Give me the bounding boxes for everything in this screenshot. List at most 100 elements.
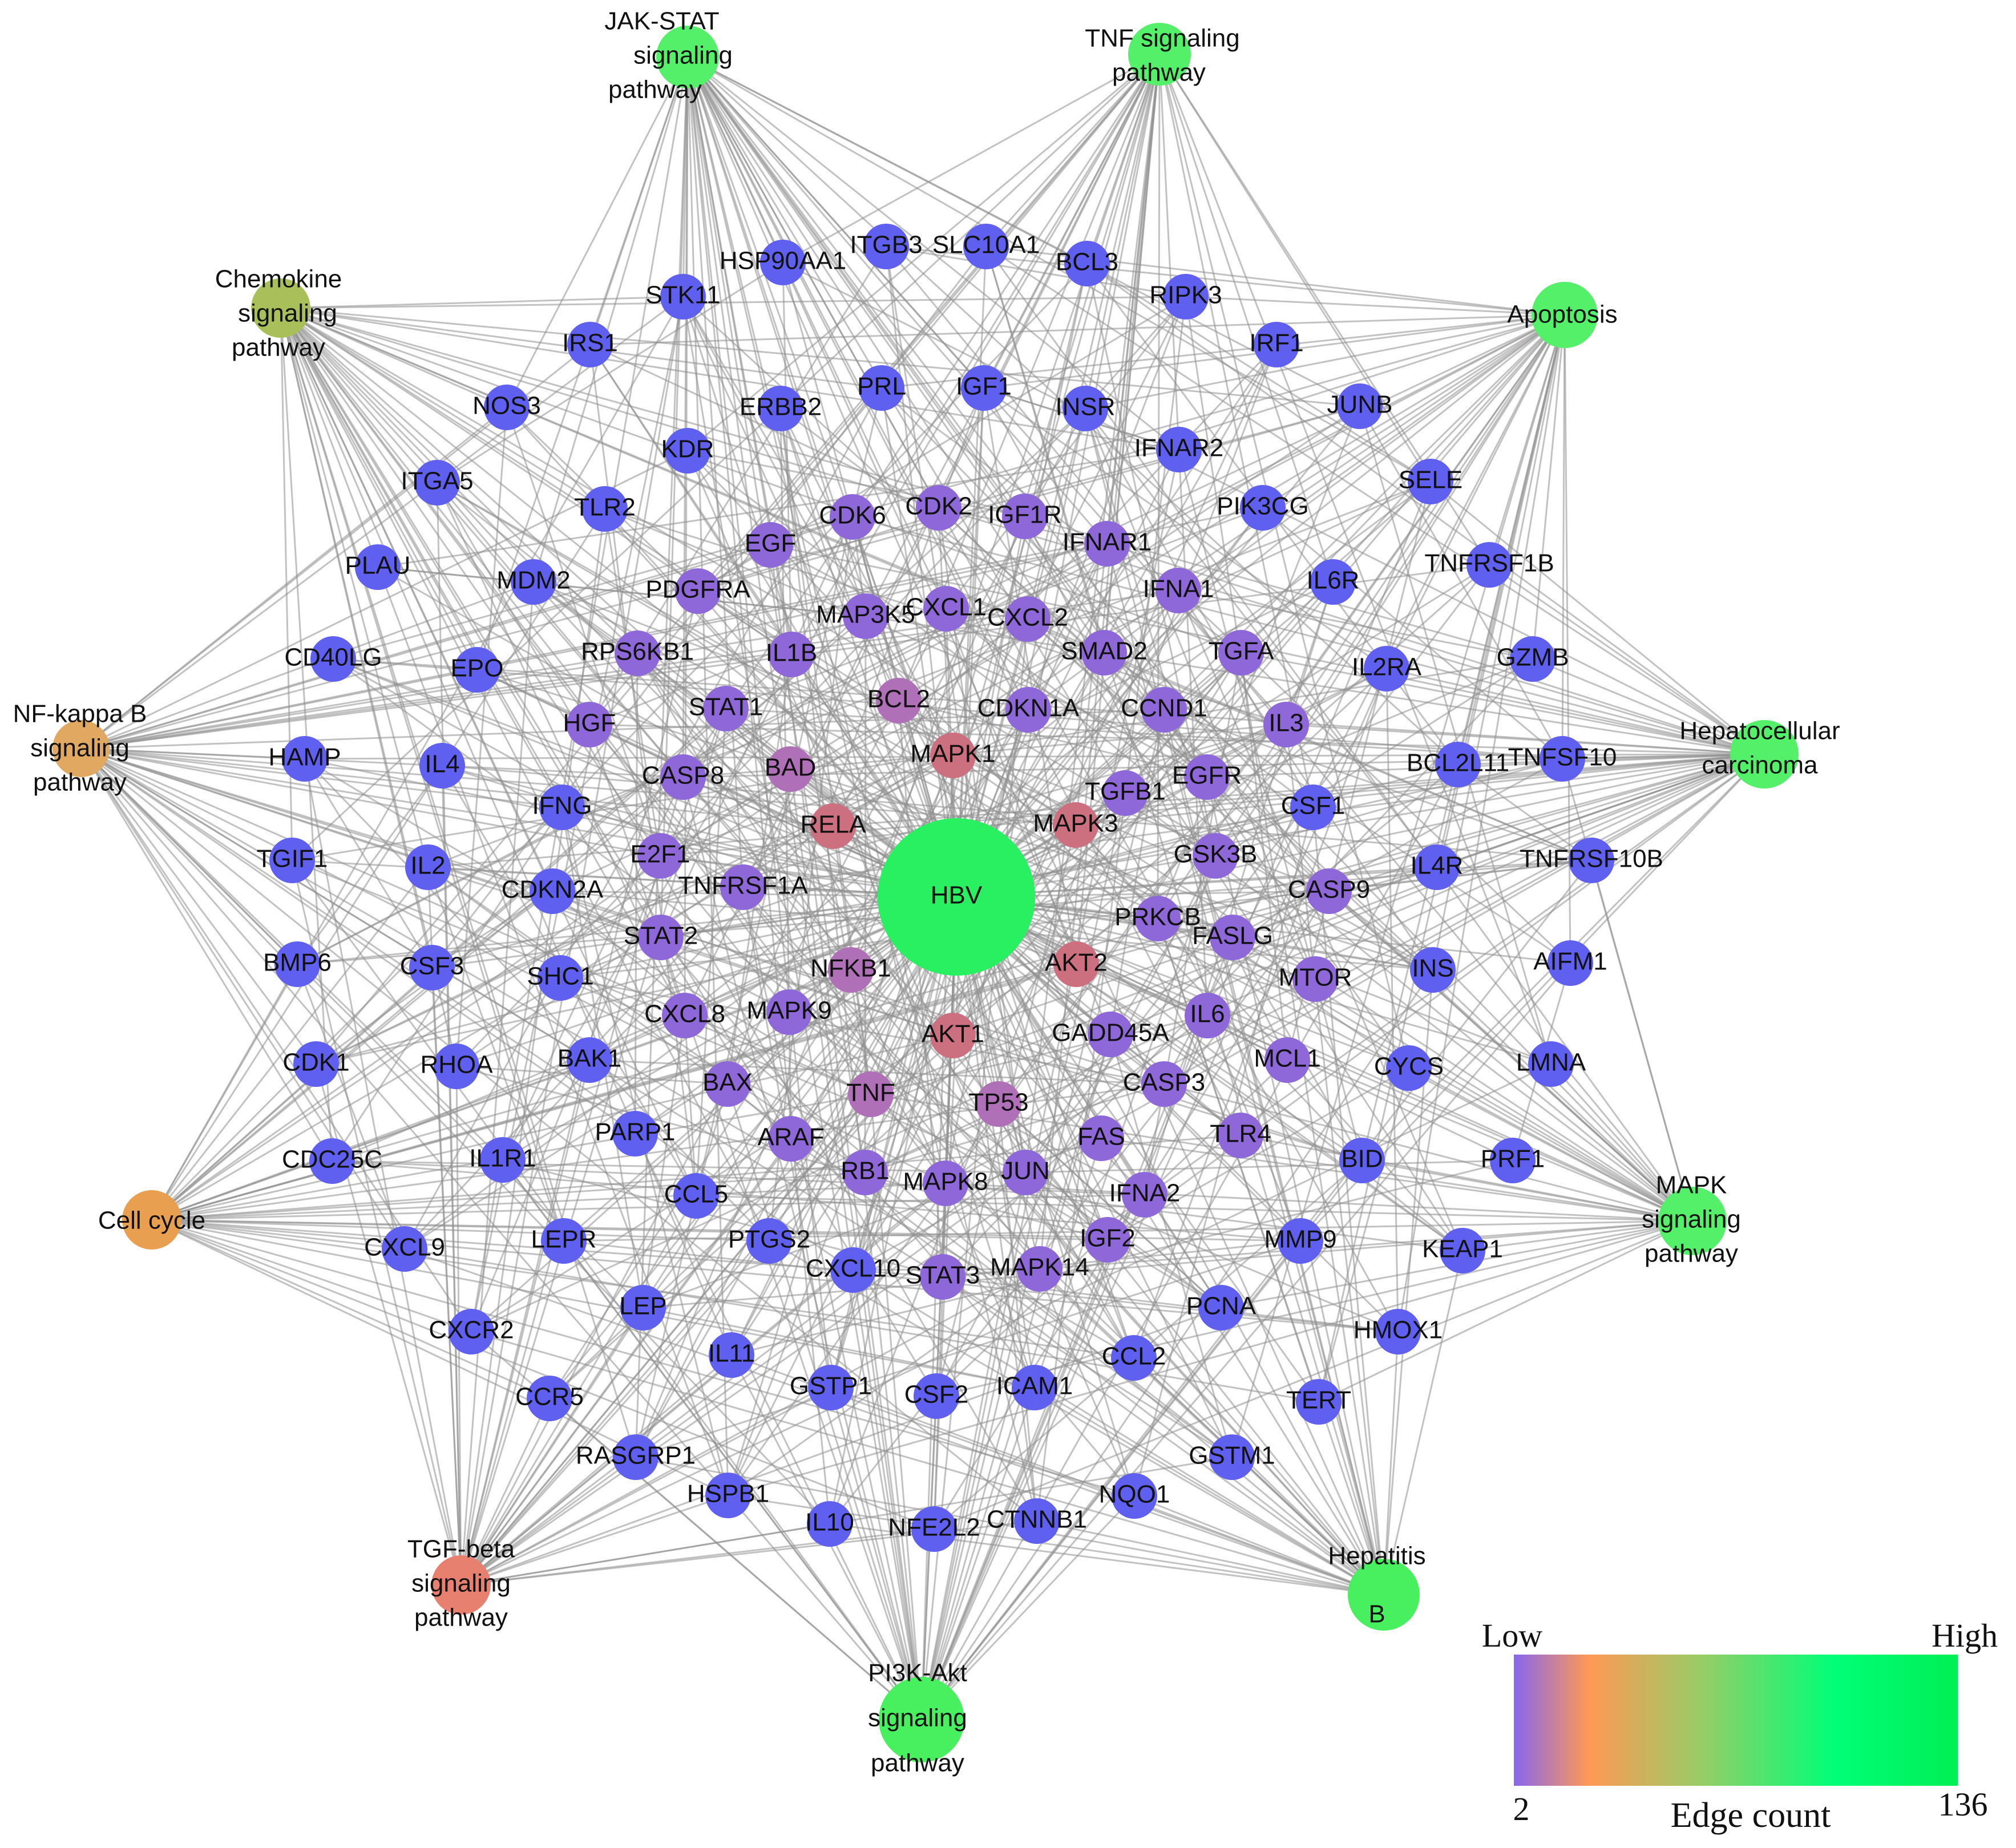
edge xyxy=(80,748,333,1162)
edge xyxy=(1561,314,1566,759)
gene-label: FASLG xyxy=(1192,922,1273,950)
gene-node xyxy=(382,1226,427,1272)
gene-label: IL4R xyxy=(1411,852,1464,880)
gene-node xyxy=(1209,1434,1255,1480)
gene-label: IFNA1 xyxy=(1143,575,1214,603)
gene-label: BAX xyxy=(702,1069,753,1097)
edge xyxy=(938,507,1765,755)
gene-label: RHOA xyxy=(420,1051,493,1079)
edge xyxy=(280,308,478,670)
gene-node xyxy=(709,1332,754,1378)
edge xyxy=(460,1307,1222,1586)
gene-node xyxy=(963,224,1009,269)
edge xyxy=(955,896,1320,1402)
edge xyxy=(292,658,1533,862)
gene-label: STAT1 xyxy=(689,693,763,721)
edge xyxy=(604,508,958,898)
gene-node xyxy=(274,941,320,987)
edge xyxy=(151,867,429,1220)
edge xyxy=(635,1456,1384,1596)
gene-label: IL11 xyxy=(708,1340,755,1368)
gene-label: BMP6 xyxy=(263,949,332,977)
edge xyxy=(634,1133,923,1720)
gene-label: IL2RA xyxy=(1352,653,1422,681)
edge xyxy=(151,964,298,1220)
gene-node xyxy=(638,915,684,960)
edge xyxy=(296,964,406,1249)
gene-node xyxy=(310,636,356,682)
gene-node xyxy=(1141,687,1187,733)
edge xyxy=(280,307,605,510)
gene-node xyxy=(1310,559,1356,605)
gene-label: TP53 xyxy=(968,1089,1028,1117)
gene-label: TLR4 xyxy=(1210,1120,1271,1148)
edge xyxy=(437,261,783,484)
gene-label: CXCR2 xyxy=(429,1316,514,1344)
gene-node xyxy=(511,559,556,605)
edge xyxy=(80,748,406,1249)
edge xyxy=(1215,758,1563,857)
gene-label: CXCL8 xyxy=(644,1000,725,1028)
pathway-label: TNF signaling xyxy=(1085,25,1239,52)
edge xyxy=(684,1015,697,1196)
pathway-label: NF-kappa B xyxy=(13,700,147,728)
gene-node xyxy=(920,1254,965,1300)
edge xyxy=(769,544,923,1720)
legend-high-label: High xyxy=(1932,1617,1998,1654)
edge xyxy=(643,1307,1035,1389)
gene-node xyxy=(355,544,401,590)
gene-node xyxy=(1053,802,1098,848)
edge xyxy=(1104,652,1592,862)
gene-node xyxy=(810,803,856,849)
gene-node xyxy=(620,1285,666,1331)
gene-label: CDK2 xyxy=(905,492,972,520)
gene-node xyxy=(615,630,660,676)
edge xyxy=(377,448,1179,568)
edge xyxy=(1532,658,1765,755)
edge xyxy=(686,56,947,609)
edge xyxy=(1457,763,1592,862)
gene-label: BAK1 xyxy=(557,1045,622,1073)
gene-node xyxy=(539,785,585,830)
gene-label: CSF3 xyxy=(400,952,464,980)
edge xyxy=(636,653,947,1184)
gene-node xyxy=(1440,1228,1485,1273)
edge xyxy=(1084,408,1438,868)
gene-label: INSR xyxy=(1055,393,1115,421)
gene-label: CASP9 xyxy=(1288,876,1370,904)
edge xyxy=(682,296,1036,1388)
edge xyxy=(945,608,1077,965)
edge xyxy=(436,482,684,778)
edge xyxy=(1086,262,1431,483)
edge xyxy=(1383,1250,1464,1595)
pathway-label: TGF-beta xyxy=(407,1535,515,1563)
gene-label: EPO xyxy=(451,654,504,682)
gene-node xyxy=(1156,427,1202,472)
gene-node xyxy=(1135,896,1181,941)
edge xyxy=(460,1307,644,1586)
edge xyxy=(933,896,958,1530)
edge xyxy=(304,758,1222,1309)
gene-node xyxy=(1002,494,1048,539)
gene-node xyxy=(673,1173,719,1219)
edge xyxy=(1084,296,1187,410)
gene-node xyxy=(1240,485,1286,531)
edge xyxy=(956,480,1431,898)
pathway-label: signaling xyxy=(1642,1206,1741,1234)
gene-label: GSTM1 xyxy=(1189,1442,1275,1470)
gene-label: AKT2 xyxy=(1045,949,1108,977)
gene-node xyxy=(660,754,706,800)
gene-node xyxy=(1064,241,1110,286)
gene-label: GSTP1 xyxy=(790,1372,872,1400)
gene-label: TNFRSF10B xyxy=(1520,845,1663,873)
legend-title: Edge count xyxy=(1671,1796,1831,1835)
edge xyxy=(1262,314,1565,509)
edge xyxy=(291,860,462,1586)
edge xyxy=(436,482,1038,1522)
edge xyxy=(942,1240,1301,1278)
gene-node xyxy=(859,365,904,411)
gene-label: JUNB xyxy=(1327,391,1393,419)
gene-node xyxy=(1088,1012,1133,1057)
edge xyxy=(1386,668,1765,755)
edge xyxy=(80,747,946,1184)
